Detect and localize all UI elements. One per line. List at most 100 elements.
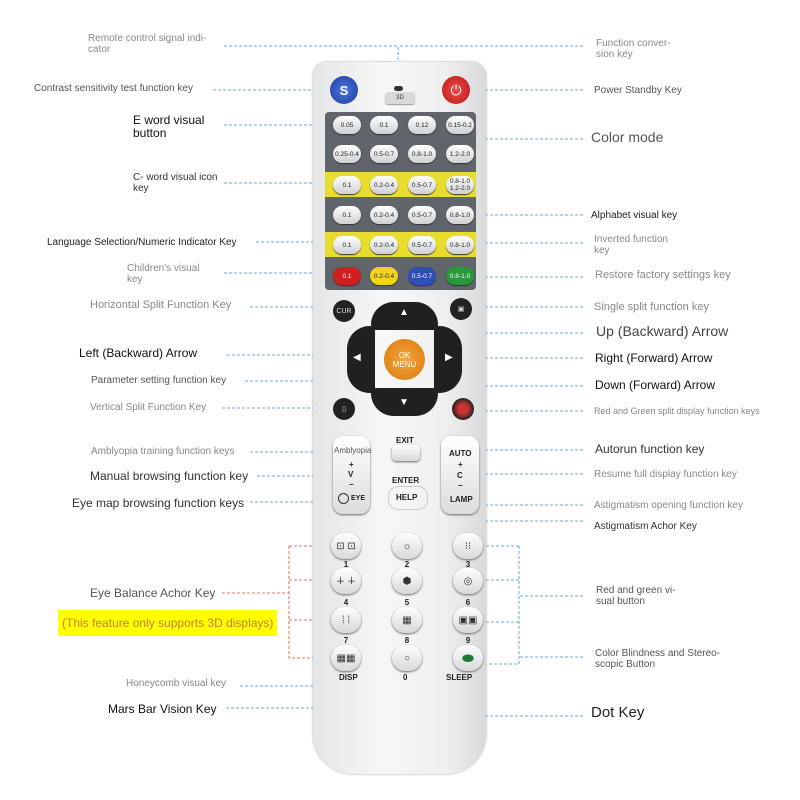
pattern-icon: ∔ ∔ [336,575,356,587]
digit-label: 4 [343,598,349,607]
number-pad-key[interactable]: ⬬ [453,645,483,671]
pattern-icon: ⬢ [402,575,412,587]
visual-key[interactable]: 0.1 [370,116,398,134]
number-pad-key[interactable]: ▣▣ [453,607,483,633]
visual-key[interactable]: 0.8-1.0 [446,206,474,224]
pattern-icon: ⊡ ⊡ [336,540,356,552]
visual-key[interactable]: 0.1 [333,206,361,224]
visual-key[interactable]: 0.5-0.7 [408,176,436,194]
dpad: ▲ ▼ ◀ ▶ OK MENU [347,302,462,417]
horizontal-split-button[interactable]: CUR [333,300,355,322]
help-button[interactable] [388,486,428,510]
label-single-split: Single split function key [594,301,709,313]
c-minus: − [458,481,463,490]
visual-key[interactable]: 0.8-1.0 [446,267,474,285]
visual-key[interactable]: 0.8-1.0 [446,236,474,254]
visual-key[interactable]: 0.2-0.4 [370,267,398,285]
visual-key[interactable]: 0.8-1.0 [408,145,436,163]
number-pad-key[interactable]: ⊡ ⊡ [331,533,361,559]
vertical-split-button[interactable]: ▯ [333,398,355,420]
c-plus: + [458,460,463,469]
ok-menu-button[interactable]: OK MENU [384,339,425,380]
feature-note-highlight: (This feature only supports 3D displays) [58,610,278,636]
pattern-icon: ⁞ ⁞ [341,614,351,626]
visual-key[interactable]: 0.5-0.7 [408,206,436,224]
vertical-split-icon: ▯ [342,406,346,413]
visual-key[interactable]: 0.15-0.2 [446,116,474,134]
label-c-word: C- word visual icon key [133,172,218,194]
right-arrow-button[interactable] [434,326,462,393]
visual-key[interactable]: 0.12 [408,116,436,134]
power-button[interactable]: ⏻ [442,76,470,104]
number-pad-key[interactable]: ▦ [392,607,422,633]
visual-key[interactable]: 0.1 [333,236,361,254]
arrow-up-icon: ▲ [399,307,409,318]
visual-key[interactable]: 0.2-0.4 [370,176,398,194]
visual-key[interactable]: 0.5-0.7 [408,236,436,254]
c-label: C [457,471,463,480]
zero-label: 0 [403,673,408,682]
label-function-conversion: Function conver- sion key [596,38,671,60]
auto-label: AUTO [449,449,472,458]
label-restore-factory: Restore factory settings key [595,269,731,281]
label-eye-balance: Eye Balance Achor Key [90,586,216,600]
digit-label: 8 [404,636,410,645]
visual-key[interactable]: 0.5-0.7 [370,145,398,163]
ok-label: OK [398,350,411,360]
number-pad-key[interactable]: ☼ [392,533,422,559]
label-horizontal-split: Horizontal Split Function Key [90,299,232,311]
pattern-icon: ⬬ [462,649,474,666]
3d-button[interactable]: 3D [385,92,415,104]
pattern-icon: ▦▦ [336,652,356,664]
eye-icon [338,492,349,504]
label-astigmatism-opening: Astigmatism opening function key [594,500,743,511]
cur-label: CUR [336,307,352,315]
eye-button[interactable]: EYE [338,491,368,505]
up-arrow-button[interactable] [371,302,438,330]
label-contrast-sensitivity: Contrast sensitivity test function key [34,83,193,94]
number-pad-key[interactable]: ⬢ [392,568,422,594]
label-astigmatism-achor: Astigmatism Achor Key [594,521,697,532]
label-amblyopia-training: Amblyopia training function keys [91,446,235,457]
visual-key[interactable]: 0.2-0.4 [370,206,398,224]
enter-label: ENTER [392,476,420,485]
visual-key[interactable]: 0.2-0.4 [370,236,398,254]
visual-key[interactable]: 0.1 [333,267,361,285]
label-dot-key: Dot Key [591,704,645,721]
label-right-arrow: Right (Forward) Arrow [595,351,713,365]
digit-label: 3 [465,560,471,569]
red-green-split-button[interactable] [452,398,474,420]
pattern-icon: ☼ [402,540,412,552]
visual-key[interactable]: 1.2-2.0 [446,145,474,163]
number-pad-key[interactable]: ▦▦ [331,645,361,671]
number-pad-key[interactable]: ⁞ ⁞ [331,607,361,633]
label-vertical-split: Vertical Split Function Key [90,402,207,413]
visual-key[interactable]: 0.5-0.7 [408,267,436,285]
label-alphabet: Alphabet visual key [591,210,678,221]
single-split-button[interactable]: ▣ [450,298,472,320]
digit-label: 5 [404,598,410,607]
visual-key[interactable]: 0.05 [333,116,361,134]
number-pad-key[interactable]: ∔ ∔ [331,568,361,594]
c-rocker[interactable] [441,436,479,514]
visual-key[interactable]: 0.8-1.0 1.2-2.0 [446,176,474,194]
s-button[interactable]: S [330,76,358,104]
exit-button[interactable] [392,445,420,461]
amblyopia-label: Amblyopia [334,446,372,455]
visual-key[interactable]: 0.1 [333,176,361,194]
pattern-icon: ⁝⁝ [464,540,472,552]
v-minus: − [349,480,354,489]
label-remote-signal: Remote control signal indi- cator [88,33,207,55]
left-arrow-button[interactable] [347,326,375,393]
number-pad-key[interactable]: ◎ [453,568,483,594]
label-mars-bar: Mars Bar Vision Key [108,702,217,716]
digit-label: 6 [465,598,471,607]
digit-label: 7 [343,636,349,645]
label-e-word: E word visual button [133,113,205,140]
label-language-selection: Language Selection/Numeric Indicator Key [47,237,237,248]
down-arrow-button[interactable] [371,388,438,416]
visual-key[interactable]: 0.25-0.4 [333,145,361,163]
number-pad-key[interactable]: ○ [392,645,422,671]
remote-signal-indicator [394,86,403,91]
number-pad-key[interactable]: ⁝⁝ [453,533,483,559]
